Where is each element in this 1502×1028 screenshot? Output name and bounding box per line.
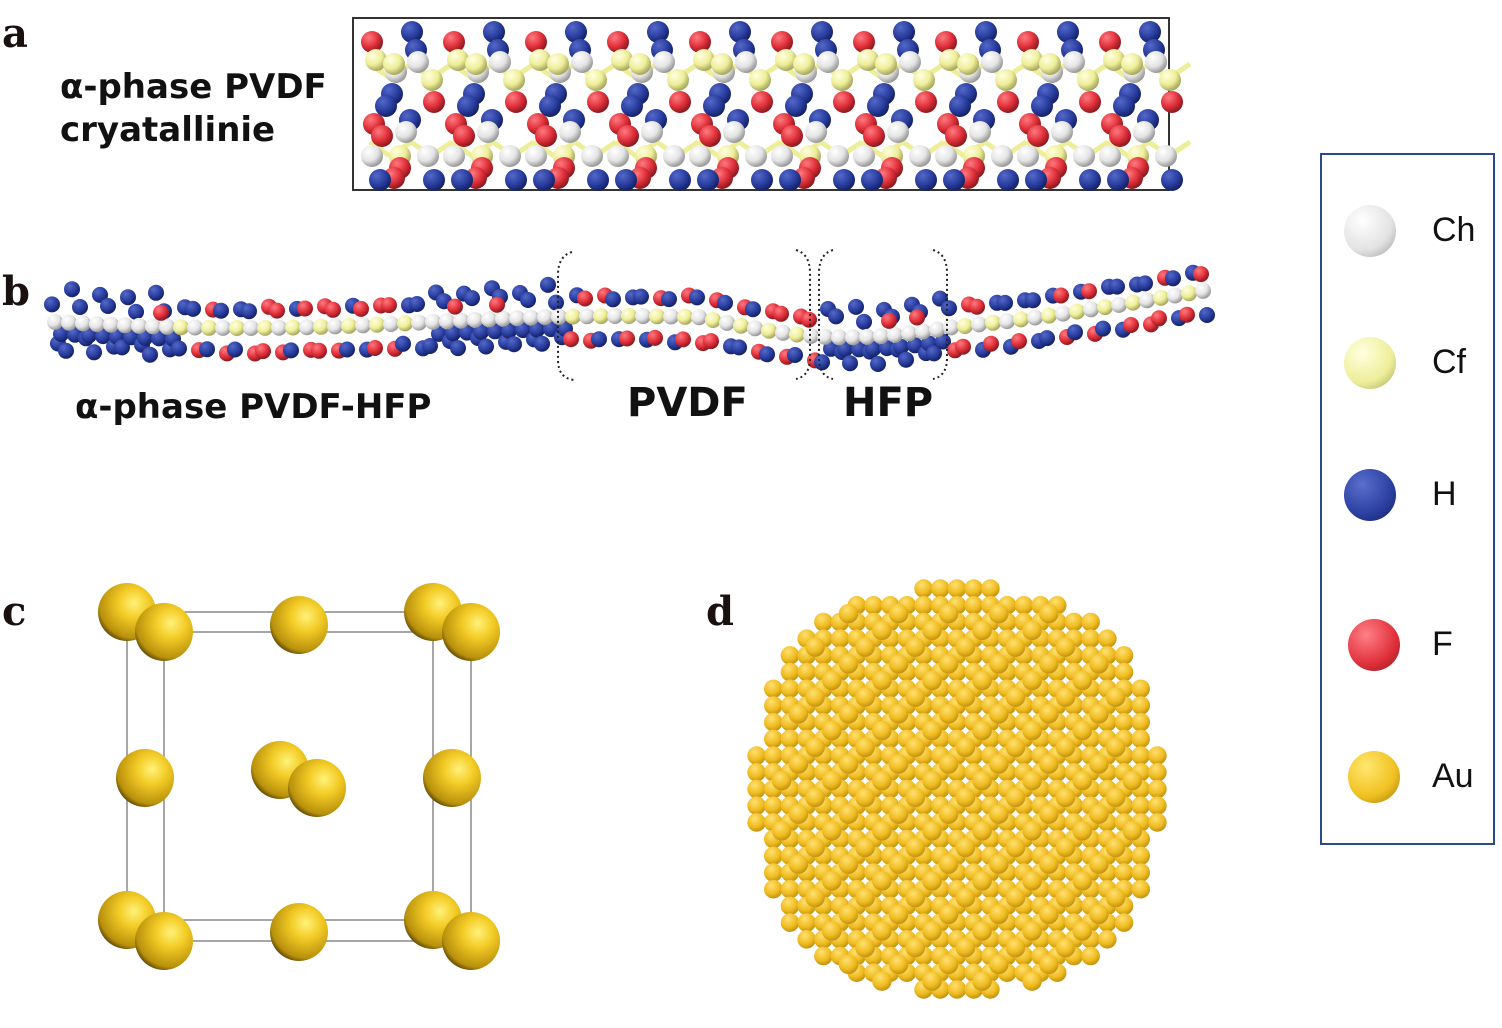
panel-letter-d: d (706, 588, 734, 635)
panel-b-chain (44, 264, 1215, 372)
legend-label-h: H (1432, 475, 1457, 513)
legend-item-au: Au (1322, 747, 1493, 807)
panel-a-crystal (361, 21, 1192, 191)
legend-item-h: H (1322, 465, 1493, 525)
fluorine-atom-icon (1348, 619, 1400, 671)
panel-c-unit-cell (98, 583, 500, 970)
panel-letter-a: a (2, 10, 28, 57)
panel-letter-b: b (2, 268, 30, 315)
pvdf-left-bracket (557, 251, 575, 381)
hydrogen-atom-icon (1344, 469, 1396, 521)
hfp-segment-label: HFP (843, 380, 934, 426)
legend-item-cf: Cf (1322, 333, 1493, 393)
panel-a-caption-line2: cryatallinie (60, 109, 276, 150)
legend-item-ch: Ch (1322, 201, 1493, 261)
hfp-left-bracket (818, 249, 834, 380)
legend-label-au: Au (1432, 757, 1474, 795)
gold-atom-icon (1348, 751, 1400, 803)
pvdf-segment-label: PVDF (627, 380, 748, 426)
panel-letter-c: c (2, 588, 27, 635)
legend-item-f: F (1322, 615, 1493, 675)
carbon-f-atom-icon (1344, 337, 1396, 389)
legend-label-f: F (1432, 625, 1453, 663)
panel-a-caption-line1: α-phase PVDF (60, 67, 327, 107)
atom-legend: Ch Cf H F Au (1320, 153, 1495, 845)
hfp-right-bracket (932, 249, 948, 380)
panel-a-caption: α-phase PVDF cryatallinie (60, 66, 327, 151)
panel-d-nanoparticle (747, 579, 1167, 999)
pvdf-right-bracket (795, 249, 811, 380)
segment-brackets (557, 249, 948, 381)
panel-b-caption: α-phase PVDF-HFP (75, 387, 432, 427)
legend-label-ch: Ch (1432, 211, 1476, 249)
legend-label-cf: Cf (1432, 343, 1466, 381)
carbon-h-atom-icon (1344, 205, 1396, 257)
